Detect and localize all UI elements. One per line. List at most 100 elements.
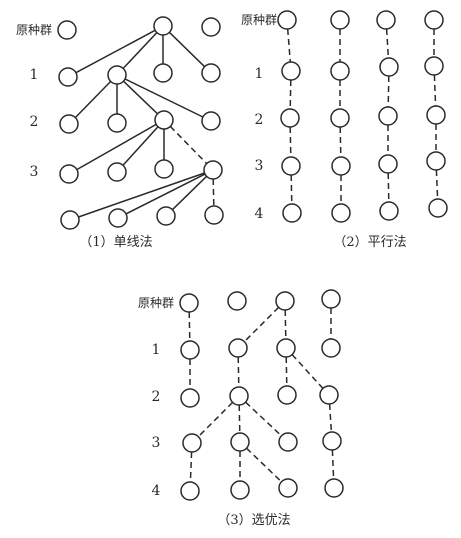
- individual-node: [379, 57, 399, 77]
- individual-node: [331, 156, 351, 176]
- panel-caption: （1）单线法: [79, 235, 152, 250]
- lineage-edge: [433, 74, 437, 107]
- lineage-edge: [74, 80, 112, 119]
- lineage-edge: [243, 306, 280, 343]
- individual-node: [277, 385, 297, 405]
- individual-node: [59, 114, 79, 134]
- lineage-edge: [76, 123, 157, 171]
- individual-node: [330, 10, 350, 30]
- lineage-edge: [212, 178, 215, 207]
- panel-caption: （3）选优法: [217, 513, 290, 528]
- individual-node: [321, 289, 341, 309]
- individual-node: [57, 20, 77, 40]
- individual-node: [203, 160, 223, 180]
- individual-node: [204, 205, 224, 225]
- individual-node: [154, 159, 174, 179]
- individual-node: [107, 162, 127, 182]
- generation-label: 2: [30, 114, 39, 130]
- individual-node: [331, 203, 351, 223]
- lineage-edge: [245, 447, 283, 483]
- individual-node: [330, 108, 350, 128]
- lineage-edge: [285, 356, 288, 387]
- lineage-edge: [387, 172, 390, 203]
- individual-node: [201, 111, 221, 131]
- individual-node: [426, 105, 446, 125]
- individual-node: [282, 203, 302, 223]
- individual-node: [179, 293, 199, 313]
- lineage-edge: [387, 75, 390, 108]
- generation-label: 3: [30, 164, 39, 180]
- lineage-edge: [75, 29, 156, 74]
- lineage-edge: [328, 403, 333, 433]
- individual-node: [227, 291, 247, 311]
- lineage-edge: [331, 449, 335, 480]
- lineage-edge: [125, 173, 206, 215]
- individual-node: [182, 433, 202, 453]
- lineage-edge: [124, 78, 204, 118]
- panel-single-line-method: 原种群 1 2 3 （1）单线法: [16, 16, 224, 250]
- generation-label: 3: [255, 158, 264, 174]
- individual-node: [378, 106, 398, 126]
- individual-node: [107, 65, 127, 85]
- individual-node: [153, 63, 173, 83]
- individual-node: [180, 481, 200, 501]
- lineage-edge: [289, 79, 292, 110]
- lineage-edge: [169, 125, 208, 165]
- individual-node: [201, 63, 221, 83]
- individual-node: [278, 432, 298, 452]
- individual-node: [230, 432, 250, 452]
- individual-node: [319, 385, 339, 405]
- lineage-edge: [385, 28, 390, 59]
- generation-label: 4: [152, 483, 161, 499]
- individual-node: [228, 338, 248, 358]
- individual-node: [322, 431, 342, 451]
- lineage-edge: [189, 451, 193, 483]
- individual-node: [379, 201, 399, 221]
- individual-node: [321, 338, 341, 358]
- generation-label: 2: [152, 389, 161, 405]
- generation-label: 3: [152, 435, 161, 451]
- panel-selection-method: 原种群 1 2 3 4 （3）选优法: [138, 289, 344, 528]
- individual-node: [378, 154, 398, 174]
- individual-node: [60, 210, 80, 230]
- individual-node: [278, 478, 298, 498]
- individual-node: [330, 61, 350, 81]
- individual-node: [58, 67, 78, 87]
- original-population-label: 原种群: [138, 296, 174, 310]
- individual-node: [426, 151, 446, 171]
- generation-label: 1: [152, 342, 161, 358]
- lineage-edge: [122, 126, 159, 166]
- individual-node: [424, 10, 444, 30]
- individual-node: [156, 206, 176, 226]
- generation-label: 1: [255, 66, 264, 82]
- generation-label: 4: [255, 206, 264, 222]
- individual-node: [180, 340, 200, 360]
- lineage-edge: [286, 28, 292, 63]
- individual-node: [229, 386, 249, 406]
- individual-node: [281, 61, 301, 81]
- individual-node: [154, 110, 174, 130]
- lineage-edge: [188, 311, 191, 342]
- original-population-label: 原种群: [241, 13, 277, 27]
- individual-node: [59, 164, 79, 184]
- original-population-label: 原种群: [16, 23, 52, 37]
- individual-node: [153, 16, 173, 36]
- lineage-edge: [168, 31, 206, 68]
- individual-node: [275, 291, 295, 311]
- lineage-edge: [289, 126, 292, 158]
- lineage-edge: [122, 80, 159, 115]
- panel-caption: （2）平行法: [333, 235, 406, 250]
- individual-node: [276, 338, 296, 358]
- lineage-edge: [78, 172, 205, 218]
- lineage-edge: [435, 169, 439, 200]
- individual-node: [424, 56, 444, 76]
- individual-node: [108, 208, 128, 228]
- generation-label: 1: [30, 67, 39, 83]
- lineage-edge: [122, 32, 158, 69]
- lineage-edge: [171, 175, 208, 211]
- individual-node: [230, 480, 250, 500]
- individual-node: [281, 156, 301, 176]
- lineage-edge: [290, 174, 293, 205]
